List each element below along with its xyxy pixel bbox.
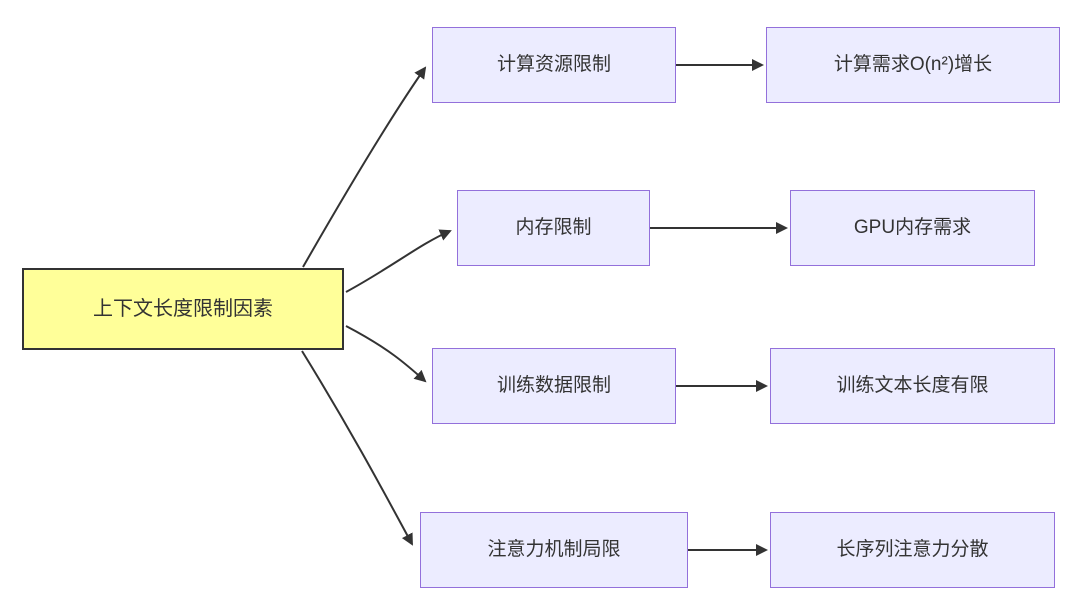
node-memory-limit: 内存限制	[457, 190, 650, 266]
edge-root-to-attention-limit	[301, 350, 413, 546]
node-training-data-limit: 训练数据限制	[432, 348, 676, 424]
node-compute-demand-growth: 计算需求O(n²)增长	[766, 27, 1060, 103]
node-attention-mechanism-limit: 注意力机制局限	[420, 512, 688, 588]
node-gpu-memory-demand: GPU内存需求	[790, 190, 1035, 266]
edge-root-to-training-data-limit	[345, 325, 427, 383]
node-training-text-length-limited: 训练文本长度有限	[770, 348, 1055, 424]
root-node-context-length-limit-factors: 上下文长度限制因素	[22, 268, 344, 350]
edge-root-to-memory-limit	[345, 229, 452, 293]
node-long-sequence-attention-dispersion: 长序列注意力分散	[770, 512, 1055, 588]
node-computing-resource-limit: 计算资源限制	[432, 27, 676, 103]
edge-root-to-computing-limit	[302, 66, 427, 268]
